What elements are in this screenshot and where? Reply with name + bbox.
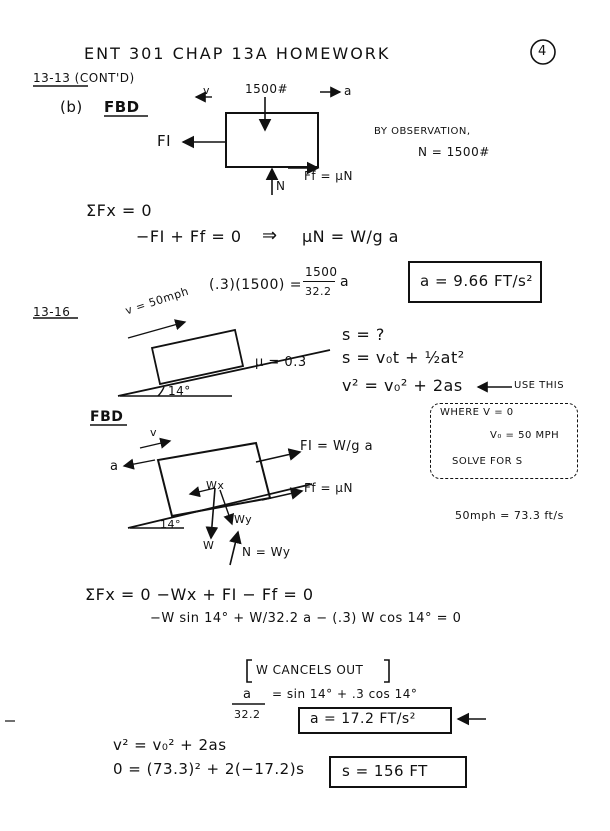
fbd2-wx-label: Wx xyxy=(206,479,225,492)
eq3-numerator: a xyxy=(243,687,252,702)
fbd1-a-label: a xyxy=(344,84,352,98)
mu-label: μ = 0.3 xyxy=(255,355,307,370)
where-line-2: V₀ = 50 MPH xyxy=(490,430,560,441)
answer-a-2: a = 17.2 FT/s² xyxy=(310,711,416,727)
fbd2-fi-arrow xyxy=(255,448,302,463)
note-box xyxy=(430,403,578,479)
fbd2-ff-arrow xyxy=(261,487,304,501)
part-b-label: (b) xyxy=(60,98,83,116)
cancel-note: W CANCELS OUT xyxy=(256,663,364,677)
fbd2-angle-label: 14° xyxy=(160,518,181,531)
eq-sum-fx-2: ΣFx = 0 −Wx + FI − Ff = 0 xyxy=(85,585,314,604)
incline-line xyxy=(117,349,331,397)
fbd2-fi-label: FI = W/g a xyxy=(300,439,374,454)
incline-block xyxy=(150,328,245,386)
fbd2-v-arrow xyxy=(139,437,172,449)
problem-13-16-label: 13-16 xyxy=(33,305,71,319)
eq3-rhs: = sin 14° + .3 cos 14° xyxy=(272,687,418,701)
eq-mun: μN = W/g a xyxy=(302,227,399,246)
fbd1-block xyxy=(225,112,319,168)
observation-line-2: N = 1500# xyxy=(418,145,490,159)
answer-box-s xyxy=(329,756,467,788)
problem-13-13-label: 13-13 (CONT'D) xyxy=(33,71,135,85)
answer-a-1: a = 9.66 FT/s² xyxy=(420,272,533,290)
where-line-3: SOLVE FOR S xyxy=(452,456,523,467)
fbd2-w-label: W xyxy=(203,539,215,552)
eq-kinematic: v² = v₀² + 2as xyxy=(113,736,227,754)
fbd1-v-label: v xyxy=(203,84,211,97)
eq3-denominator: 32.2 xyxy=(234,708,261,721)
answer-box-1 xyxy=(408,261,542,303)
incline-angle-arc xyxy=(157,386,165,397)
fbd2-a-arrow xyxy=(122,458,156,470)
incline-velocity-arrow xyxy=(127,319,187,339)
cancel-bracket-right xyxy=(384,659,390,683)
use-this-label: USE THIS xyxy=(514,380,565,391)
fbd2-v-label: v xyxy=(150,426,158,439)
eq-expanded: −W sin 14° + W/32.2 a − (.3) W cos 14° =… xyxy=(150,611,462,626)
eq-sum-fx: ΣFx = 0 xyxy=(86,201,153,220)
fbd2-w-arrow xyxy=(205,487,219,540)
fbd2-wy-arrow xyxy=(219,489,235,526)
cancel-bracket-left xyxy=(246,659,252,683)
page-number-circle xyxy=(530,39,556,65)
eq-numeric-den: 32.2 xyxy=(305,285,332,298)
eq-kinematic-numeric: 0 = (73.3)² + 2(−17.2)s xyxy=(113,760,305,778)
fbd2-wx-arrow xyxy=(188,486,216,498)
fbd2-ff-label: Ff = μN xyxy=(304,481,353,495)
fbd1-ff-label: Ff = μN xyxy=(304,169,353,183)
eq-forces: −FI + Ff = 0 xyxy=(136,227,242,246)
fbd2-label: FBD xyxy=(90,409,124,425)
fbd2-n-arrow xyxy=(229,530,242,566)
kin-line-1: s = ? xyxy=(342,325,385,344)
kin-line-3: v² = v₀² + 2as xyxy=(342,376,463,395)
eq-implies: ⇒ xyxy=(262,225,278,246)
fbd2-a-label: a xyxy=(110,459,119,474)
eq-numeric-a: a xyxy=(340,274,350,290)
fbd2-incline xyxy=(127,483,313,529)
kin-line-2: s = v₀t + ½at² xyxy=(342,348,465,367)
fbd2-block xyxy=(156,441,272,518)
page-number: 4 xyxy=(538,44,547,59)
eq-numeric-fraction-line xyxy=(303,281,335,282)
observation-line-1: BY OBSERVATION, xyxy=(374,126,471,137)
eq-numeric-num: 1500 xyxy=(305,265,338,279)
fbd1-weight-label: 1500# xyxy=(245,82,289,96)
fbd2-wy-label: Wy xyxy=(234,513,253,526)
fbd1-fi-label: FI xyxy=(157,132,172,150)
where-line-1: WHERE V = 0 xyxy=(440,407,514,418)
eq-numeric-left: (.3)(1500) = xyxy=(209,277,303,293)
conversion-note: 50mph = 73.3 ft/s xyxy=(455,509,564,522)
answer-box-a xyxy=(298,707,452,734)
page-title: ENT 301 CHAP 13A HOMEWORK xyxy=(84,44,391,63)
answer-s: s = 156 FT xyxy=(342,762,428,780)
fbd2-n-label: N = Wy xyxy=(242,545,291,559)
incline-angle-label: 14° xyxy=(168,384,191,398)
fbd1-n-label: N xyxy=(276,179,286,193)
fbd1-label: FBD xyxy=(104,98,140,116)
